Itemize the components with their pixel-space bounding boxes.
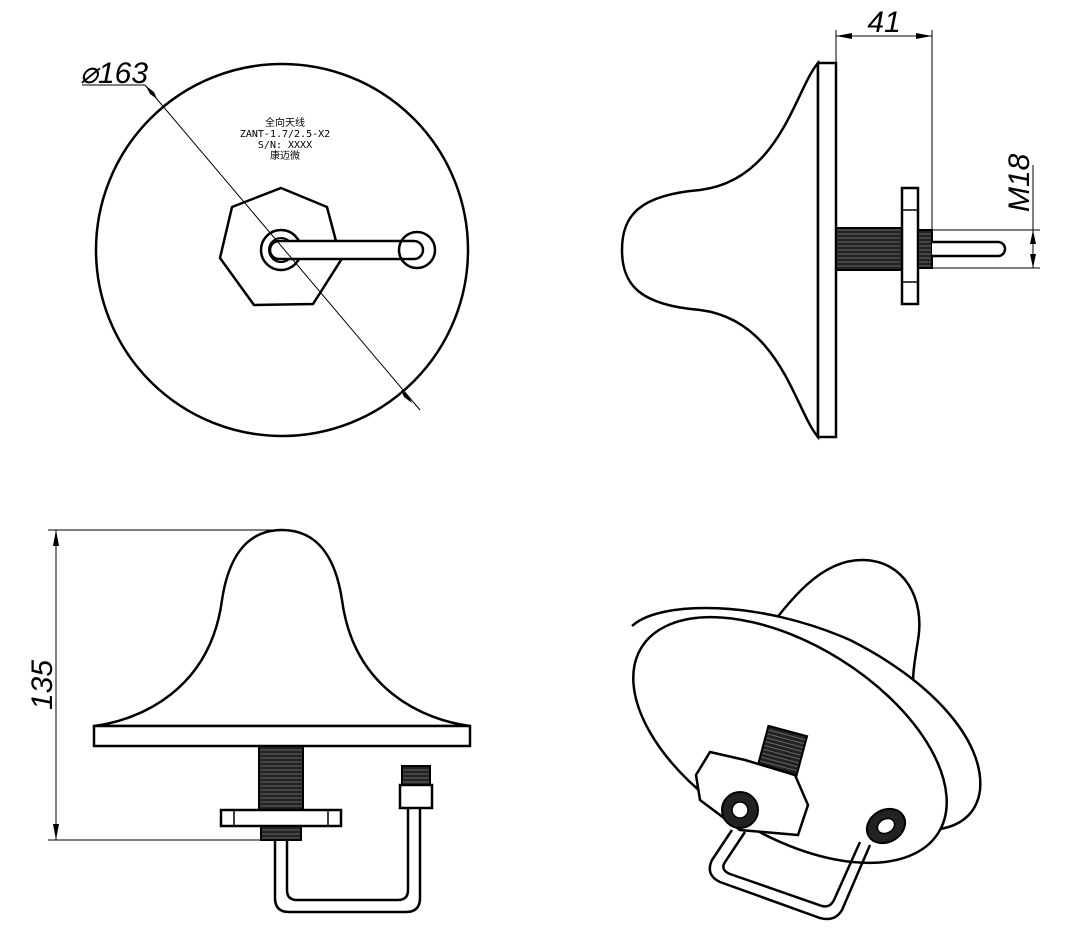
side-view: 41 M18 (620, 6, 1040, 441)
front-thread (258, 745, 304, 811)
depth-arrow-left (836, 33, 852, 39)
label-line-1: 全向天线 (265, 116, 305, 129)
front-flange (92, 724, 472, 748)
cable-end-ring (397, 230, 437, 270)
front-view: 135 (26, 528, 472, 914)
top-view: ⌀ 163 全向天线 ZANT-1.7/2.5-X2 S/N: XXXX 康迈微 (80, 57, 470, 438)
side-thread-end (917, 229, 933, 269)
thread-value: M18 (1003, 153, 1036, 212)
front-connector-body (398, 783, 434, 810)
front-cable (273, 808, 422, 914)
height-arrow-top (53, 530, 59, 546)
diameter-arrow-bottom (401, 390, 412, 403)
diameter-value: 163 (98, 57, 148, 90)
label-line-4: 康迈微 (270, 149, 300, 162)
thread-arrow-bottom (1030, 254, 1036, 268)
cable-slot (268, 239, 425, 261)
side-dome-outline (620, 59, 820, 441)
thread-arrow-top (1030, 230, 1036, 244)
diameter-arrow-top (146, 86, 157, 99)
front-nut (219, 808, 343, 828)
side-cable (932, 240, 1007, 258)
diameter-symbol: ⌀ (80, 57, 101, 90)
label-line-3: S/N: XXXX (258, 140, 312, 151)
front-dome-outline (93, 528, 471, 728)
front-connector-head (401, 765, 431, 786)
front-cable-inner (285, 808, 410, 902)
side-thread (835, 227, 903, 271)
depth-value: 41 (867, 6, 900, 39)
isometric-view (631, 558, 982, 921)
iso-cable-inner (722, 831, 862, 908)
height-value: 135 (26, 660, 59, 710)
iso-cable (708, 829, 872, 921)
iso-connector-left-core (731, 801, 749, 819)
side-flange (816, 61, 838, 439)
front-thread-end (260, 825, 302, 841)
depth-arrow-right (916, 33, 932, 39)
label-line-2: ZANT-1.7/2.5-X2 (240, 129, 330, 140)
side-nut (900, 186, 920, 306)
height-arrow-bottom (53, 824, 59, 840)
diameter-dimension-line (144, 84, 421, 411)
iso-connector-right-core (876, 817, 896, 835)
